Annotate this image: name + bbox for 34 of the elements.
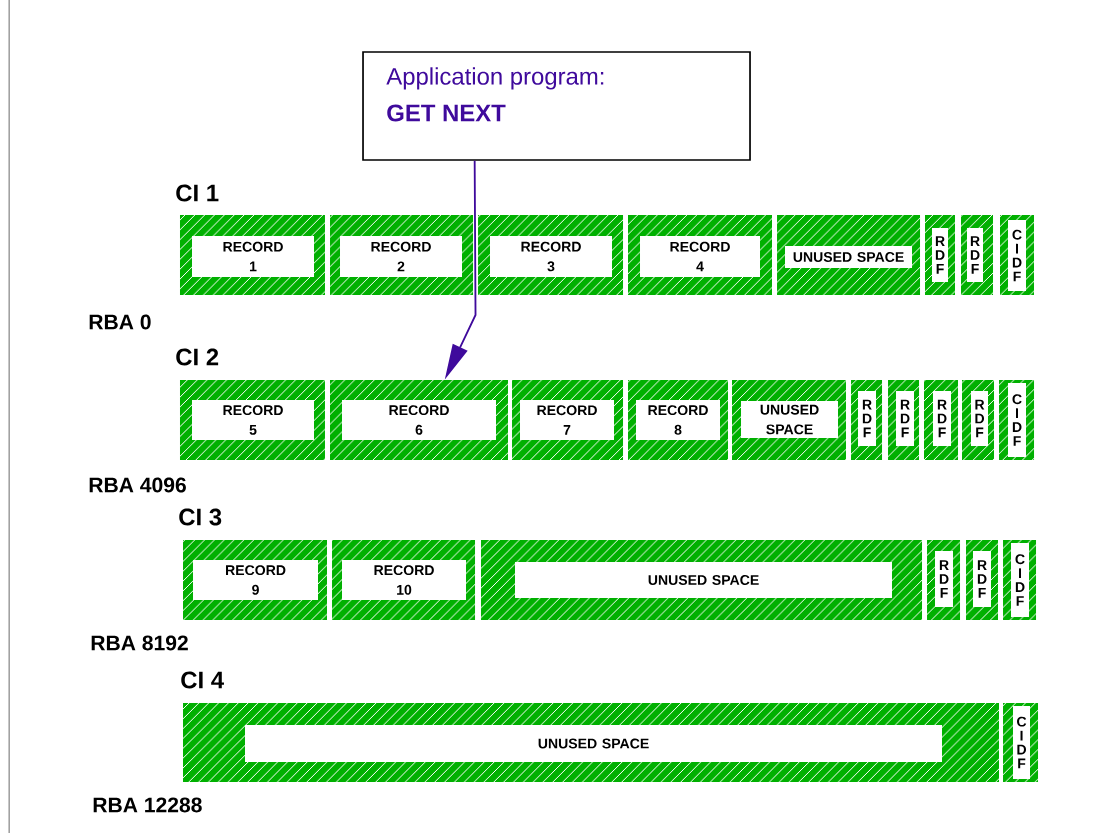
field-block: CIDF [1003, 540, 1036, 620]
record-block: RECORD 9 [183, 540, 327, 620]
address-label: RBA 12288 [93, 797, 202, 813]
unused-space-block: UNUSED SPACE [777, 215, 921, 295]
record-block: RECORD 6 [330, 380, 508, 460]
record-block: RECORD 10 [332, 540, 476, 620]
record-block: RECORD 4 [628, 215, 772, 295]
record-block: RECORD 7 [512, 380, 624, 460]
field-block: RDF [962, 380, 994, 460]
field-block: CIDF [999, 380, 1034, 460]
row-title: CI 4 [181, 671, 224, 689]
field-block: CIDF [1003, 702, 1039, 782]
row-title: CI 2 [176, 348, 219, 366]
record-block: RECORD 2 [330, 215, 473, 295]
record-block: RECORD 1 [180, 215, 325, 295]
unused-space-block: UNUSED SPACE [732, 380, 846, 460]
address-label: RBA 0 [89, 314, 151, 330]
record-block: RECORD 8 [628, 380, 728, 460]
field-block: CIDF [1000, 215, 1034, 295]
field-block: RDF [927, 540, 960, 620]
field-block: RDF [961, 215, 993, 295]
row-title: CI 3 [179, 508, 222, 526]
address-label: RBA 4096 [89, 477, 186, 493]
record-block: RECORD 3 [478, 215, 624, 295]
unused-space-block: UNUSED SPACE [183, 702, 999, 782]
address-label: RBA 8192 [91, 635, 188, 651]
callout-box: Application program: GET NEXT [362, 51, 751, 161]
field-block: RDF [966, 540, 998, 620]
record-block: RECORD 5 [180, 380, 325, 460]
field-block: RDF [851, 380, 883, 460]
unused-space-block: UNUSED SPACE [481, 540, 922, 620]
field-block: RDF [924, 380, 958, 460]
field-block: RDF [925, 215, 955, 295]
field-block: RDF [888, 380, 919, 460]
